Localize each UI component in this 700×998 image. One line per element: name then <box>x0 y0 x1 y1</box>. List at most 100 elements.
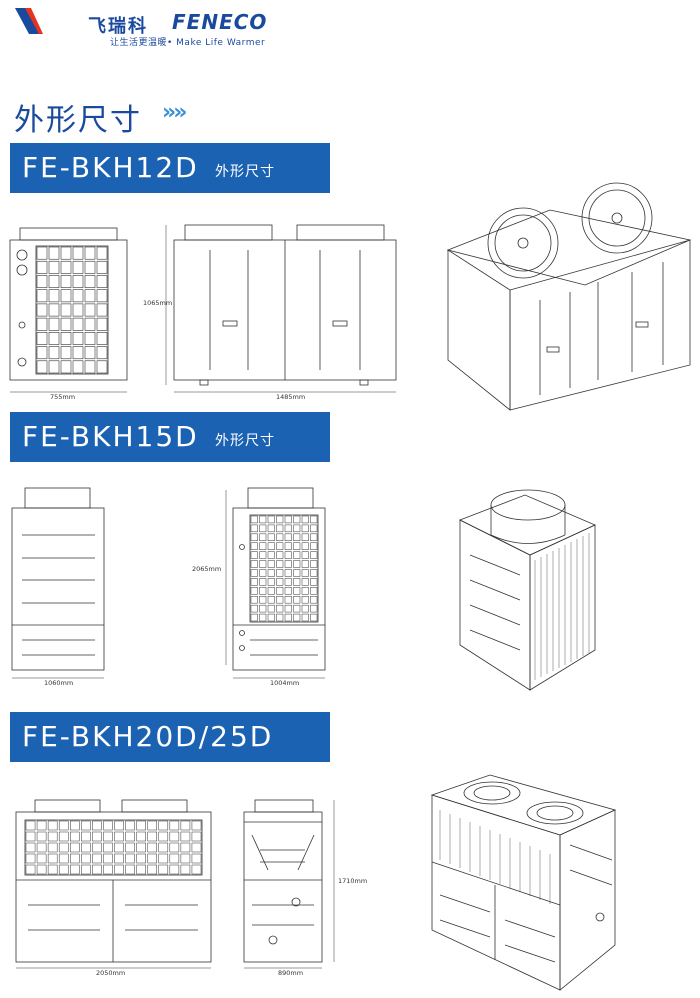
grid-cell <box>259 596 267 604</box>
brand-slogan: 让生活更温暖• Make Life Warmer <box>110 38 266 48</box>
grid-cell <box>310 515 318 524</box>
grid-cell <box>60 260 72 274</box>
grid-cell <box>301 542 309 550</box>
grid-cell <box>92 864 102 875</box>
grid-cell <box>293 596 301 604</box>
dimension-label: 2050mm <box>96 969 126 977</box>
grid-cell <box>267 551 275 559</box>
grid-cell <box>47 842 58 853</box>
grid-cell <box>84 360 96 374</box>
grid-cell <box>191 864 202 875</box>
model2-side-view <box>11 487 105 679</box>
grid-cell <box>250 515 258 524</box>
grid-cell <box>169 864 180 875</box>
dimension-label: 1004mm <box>270 679 300 687</box>
grid-cell <box>293 515 301 524</box>
grid-cell <box>250 542 258 550</box>
grid-cell <box>60 303 72 317</box>
grid-cell <box>25 831 36 842</box>
grid-cell <box>301 551 309 559</box>
grid-cell <box>70 842 80 853</box>
dimension-label: 755mm <box>50 393 76 401</box>
grid-cell <box>96 332 108 345</box>
grid-cell <box>301 596 309 604</box>
grid-cell <box>125 853 135 864</box>
grid-cell <box>310 613 318 622</box>
grid-cell <box>81 853 91 864</box>
grid-cell <box>267 613 275 622</box>
grid-cell <box>48 246 60 260</box>
grid-cell <box>84 303 96 317</box>
grid-cell <box>191 842 202 853</box>
grid-cell <box>84 346 96 360</box>
grid-cell <box>72 317 84 331</box>
brand-name-cn: 飞瑞科 <box>88 16 148 37</box>
grid-cell <box>301 613 309 622</box>
grid-cell <box>70 864 80 875</box>
grid-cell <box>72 246 84 260</box>
grid-cell <box>180 853 191 864</box>
grid-cell <box>48 360 60 374</box>
grid-cell <box>293 578 301 586</box>
grid-cell <box>284 524 292 533</box>
grid-cell <box>267 569 275 577</box>
grid-cell <box>310 587 318 595</box>
grid-cell <box>250 533 258 541</box>
grid-cell <box>60 332 72 345</box>
grid-cell <box>284 587 292 595</box>
grid-cell <box>301 533 309 541</box>
model-band-2: FE-BKH15D 外形尺寸 <box>10 412 330 462</box>
grid-cell <box>180 831 191 842</box>
grid-cell <box>276 560 284 568</box>
dimension-label: 1060mm <box>44 679 74 687</box>
grid-cell <box>58 853 69 864</box>
grid-cell <box>158 820 169 831</box>
grid-cell <box>114 831 124 842</box>
grid-cell <box>96 303 108 317</box>
dimension-label: 1485mm <box>276 393 306 401</box>
grid-cell <box>276 524 284 533</box>
grid-cell <box>125 820 135 831</box>
grid-cell <box>293 542 301 550</box>
chevron-right-icon: »» <box>162 100 187 125</box>
grid-cell <box>72 346 84 360</box>
grid-cell <box>191 831 202 842</box>
grid-cell <box>250 569 258 577</box>
logo-mark-icon <box>15 8 43 34</box>
grid-cell <box>250 524 258 533</box>
grid-cell <box>180 842 191 853</box>
model-name: FE-BKH15D <box>22 420 199 453</box>
grid-cell <box>284 533 292 541</box>
grid-cell <box>136 831 146 842</box>
grid-cell <box>169 853 180 864</box>
grid-cell <box>60 360 72 374</box>
grid-cell <box>72 275 84 288</box>
grid-cell <box>48 332 60 345</box>
model1-side-view <box>9 227 128 393</box>
grid-cell <box>60 317 72 331</box>
grid-cell <box>60 275 72 288</box>
dimension-label: 2065mm <box>192 565 222 573</box>
model-name: FE-BKH12D <box>22 151 199 184</box>
grid-cell <box>284 515 292 524</box>
grid-cell <box>36 820 47 831</box>
grid-cell <box>284 569 292 577</box>
model-band-3: FE-BKH20D/25D <box>10 712 330 762</box>
grid-cell <box>96 346 108 360</box>
model1-isometric-view <box>446 182 692 411</box>
grid-cell <box>250 596 258 604</box>
grid-cell <box>58 842 69 853</box>
grid-cell <box>136 853 146 864</box>
grid-cell <box>293 524 301 533</box>
grid-cell <box>60 246 72 260</box>
grid-cell <box>84 260 96 274</box>
grid-cell <box>36 360 48 374</box>
grid-cell <box>72 260 84 274</box>
grid-cell <box>81 842 91 853</box>
grid-cell <box>310 542 318 550</box>
grid-cell <box>267 587 275 595</box>
grid-cell <box>47 853 58 864</box>
grid-cell <box>259 578 267 586</box>
grid-cell <box>169 831 180 842</box>
grid-cell <box>267 524 275 533</box>
